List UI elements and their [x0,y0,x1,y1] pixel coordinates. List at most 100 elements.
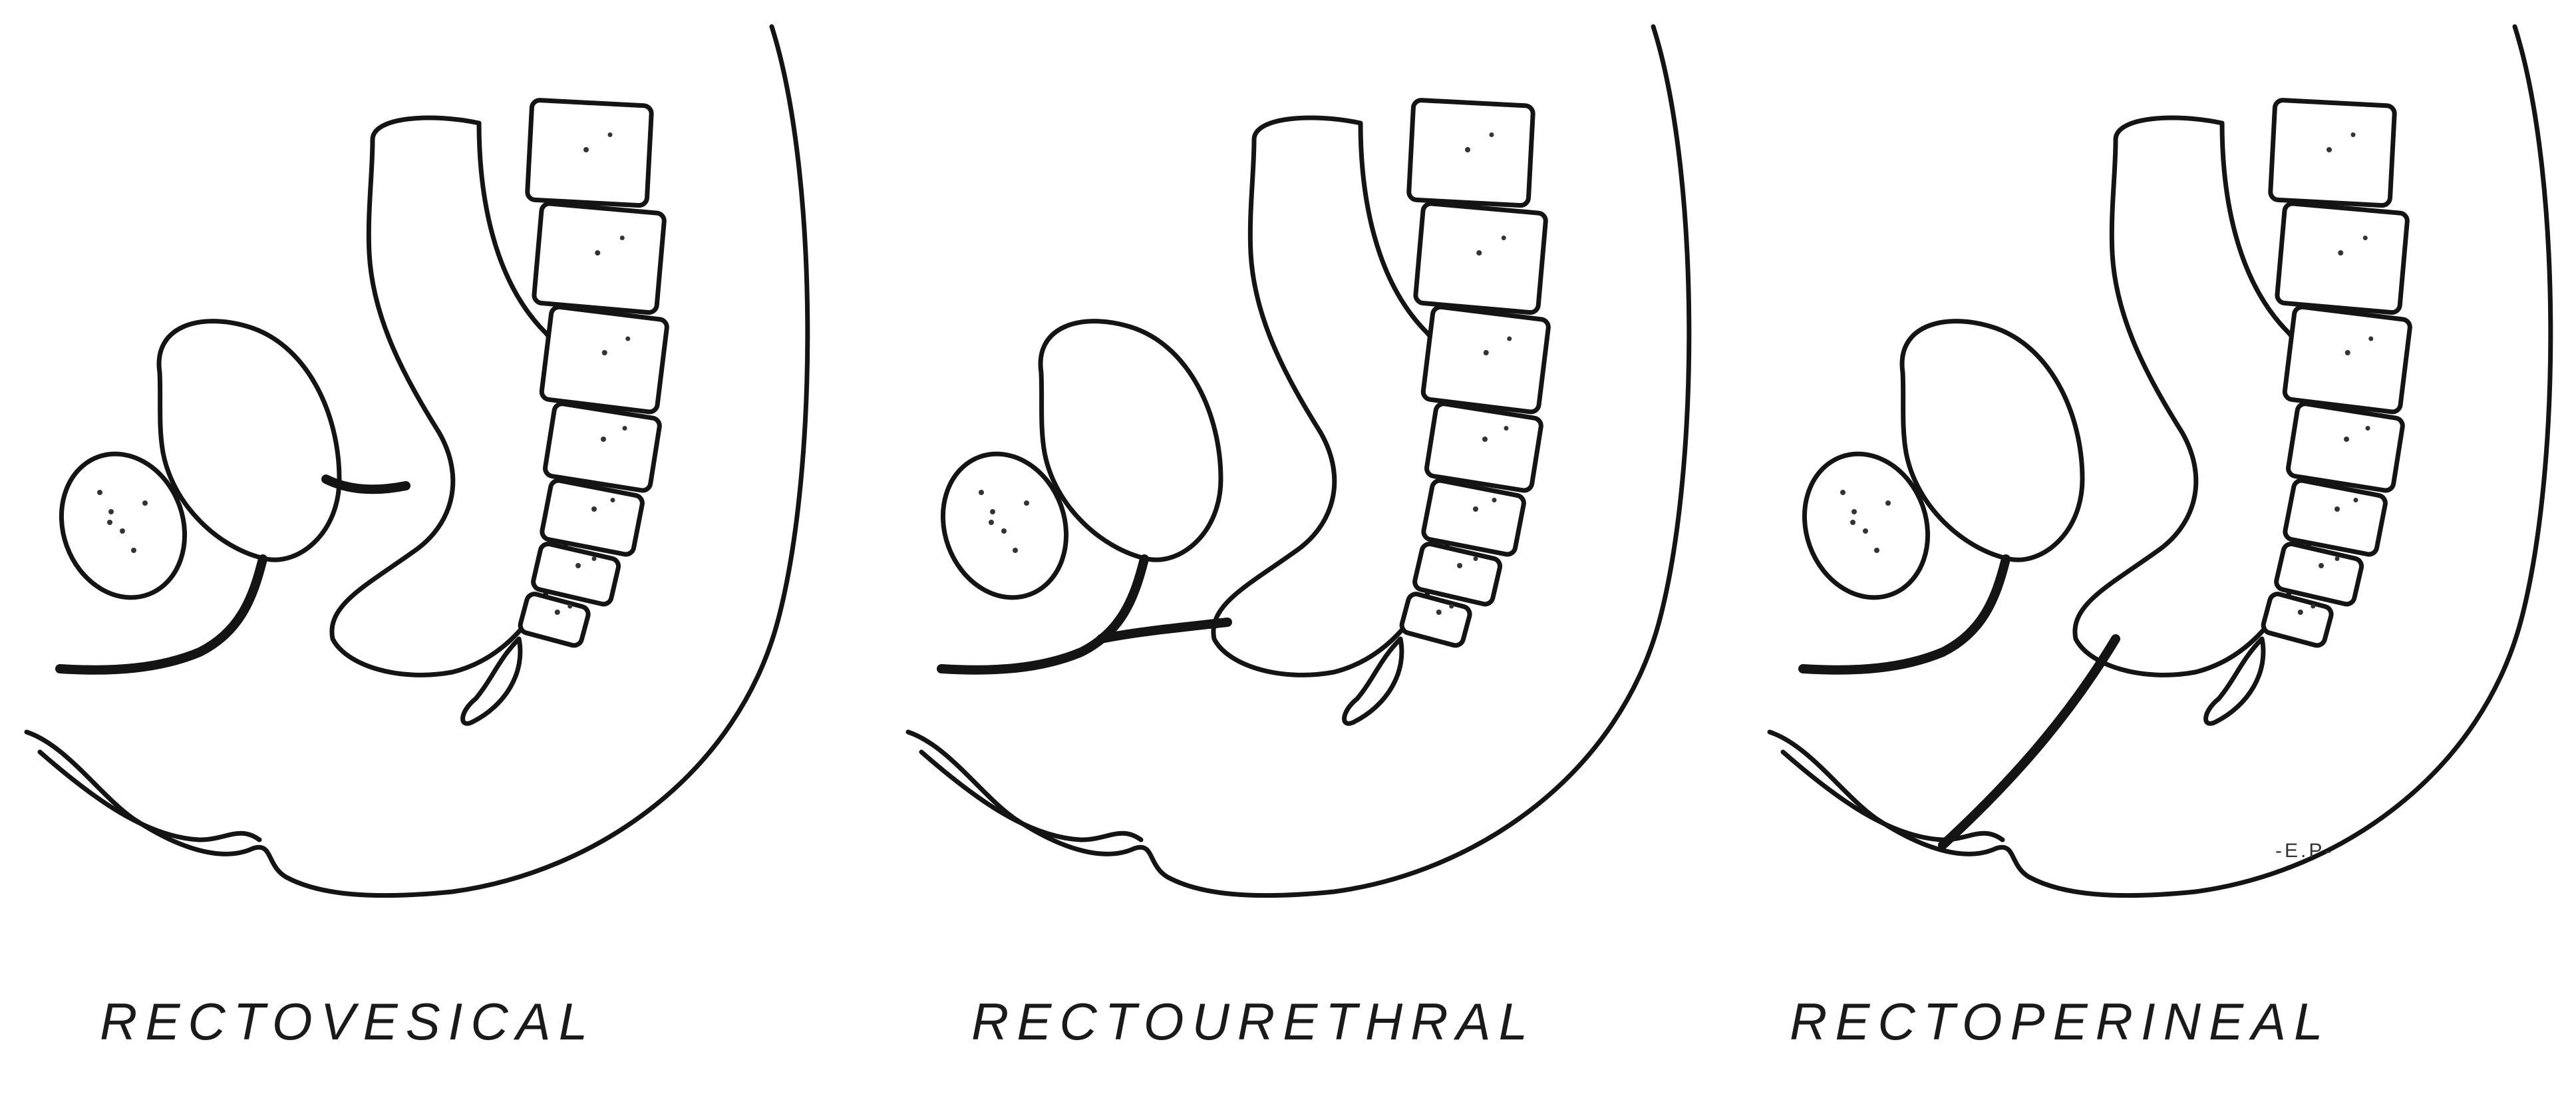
vertebra [531,541,621,607]
inner-contour [1780,749,2005,842]
bone-speck [1850,520,1855,525]
bone-speck [625,336,631,341]
bone-speck [1874,548,1879,553]
rectum [2072,115,2325,677]
pubic-bone [59,451,188,600]
bone-speck [607,132,613,137]
bone-speck [2338,250,2344,256]
bone-speck [601,350,607,355]
bone-speck [2334,506,2340,512]
body-outline [1767,24,2553,898]
sacrum-coccyx [518,98,669,648]
body-outline [24,24,810,898]
bone-speck [1885,500,1891,506]
body-outline [905,24,1692,898]
bone-speck [1852,509,1857,514]
bone-speck [1001,528,1007,534]
bone-speck [1840,490,1846,495]
bone-speck [108,509,114,514]
bone-speck [1457,563,1462,568]
bone-speck [2311,604,2316,609]
bone-speck [1465,147,1470,152]
coccyx-tip [1342,636,1404,726]
vertebra [1421,478,1526,557]
bone-speck [2365,426,2370,431]
vertebra [2275,201,2410,315]
rectum [1211,115,1463,677]
pubic-bone [940,451,1069,600]
bone-speck [583,147,589,152]
panel-rectourethral [905,24,1692,898]
vertebra [532,201,667,315]
urethra [1798,554,2011,675]
fistula-track [1938,634,2120,850]
label-rectoperineal: RECTOPERINEAL [1790,992,2331,1051]
bone-speck [1482,437,1488,442]
bone-speck [1436,610,1442,615]
vertebra [1413,201,1548,315]
bone-speck [2344,437,2349,442]
bone-speck [107,520,112,525]
bone-speck [554,610,560,615]
vertebra [1412,541,1503,607]
bone-speck [990,509,995,514]
inner-contour [919,749,1144,842]
coccyx-tip [2203,636,2266,726]
bone-speck [1013,548,1018,553]
bone-speck [1483,350,1489,355]
bone-speck [1449,604,1454,609]
bone-speck [1501,236,1506,240]
bone-speck [989,520,994,525]
bone-speck [2362,236,2368,240]
bone-speck [1473,556,1478,561]
sacrum-coccyx [1399,98,1551,648]
vertebra [540,478,645,557]
bone-speck [2344,350,2350,355]
bone-speck [131,548,136,553]
vertebra [539,304,669,415]
bone-speck [2334,556,2340,561]
bone-speck [622,426,627,431]
bone-speck [2297,610,2303,615]
bone-speck [610,498,615,502]
vertebra [1406,98,1535,208]
bone-speck [1476,250,1482,256]
bone-speck [2368,336,2374,341]
bone-speck [1473,506,1478,512]
bone-speck [1507,336,1512,341]
vertebra [1424,401,1543,493]
artist-signature: -E.P- [2275,840,2334,862]
bone-speck [1492,498,1497,502]
bone-speck [2319,563,2324,568]
bone-speck [142,500,148,506]
bone-speck [575,563,581,568]
fistula-track [1096,618,1232,643]
bladder [1038,319,1223,562]
panel-rectoperineal [1767,24,2553,898]
vertebra [525,98,654,208]
vertebra [2282,304,2412,415]
vertebra [2268,98,2397,208]
bone-speck [1024,500,1029,506]
fistula-track [321,474,410,494]
pubic-bone [1802,451,1931,600]
vertebra [2274,541,2364,607]
bone-speck [591,506,597,512]
bone-speck [591,556,597,561]
urethra [937,554,1149,675]
bone-speck [979,490,984,495]
bone-speck [2327,147,2332,152]
rectum [329,115,581,677]
bone-speck [601,437,606,442]
bone-speck [2350,132,2356,137]
bladder [156,319,342,562]
coccyx-tip [460,636,523,726]
panel-rectovesical [24,24,810,898]
bone-speck [1489,132,1494,137]
bone-speck [2353,498,2358,502]
bladder [1899,319,2085,562]
vertebra [2283,478,2388,557]
inner-contour [37,749,262,842]
bone-speck [1863,528,1868,534]
